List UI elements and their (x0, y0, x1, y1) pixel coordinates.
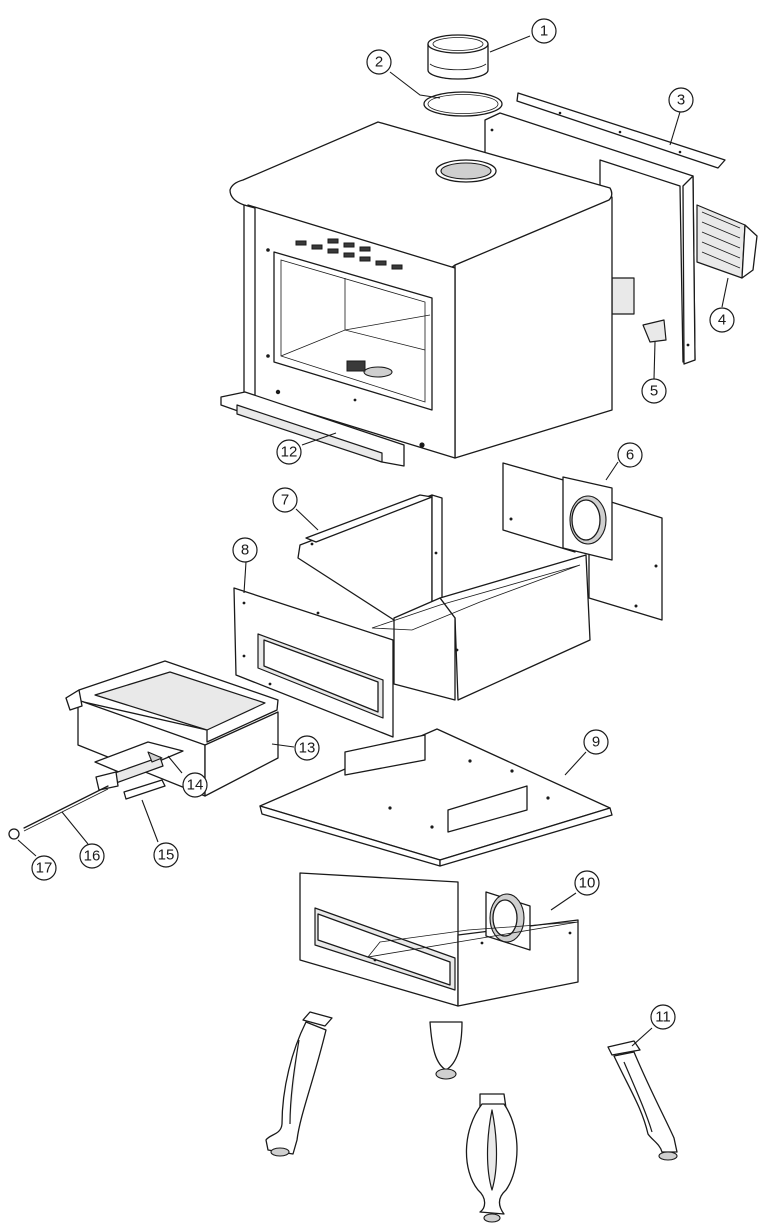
svg-text:17: 17 (36, 860, 53, 877)
svg-text:4: 4 (718, 312, 726, 329)
svg-text:6: 6 (626, 447, 634, 464)
leader-14 (167, 755, 183, 774)
leader-lines (17, 35, 729, 1047)
callout-16: 16 (79, 843, 105, 869)
front-louvers (295, 238, 403, 270)
callout-10: 10 (574, 870, 600, 896)
callout-3: 3 (668, 87, 694, 113)
part-rear-duct-panel (502, 462, 663, 621)
callout-6: 6 (617, 442, 643, 468)
part-plate (259, 728, 613, 867)
part-leg-center-back (429, 1021, 463, 1080)
part-blower (696, 204, 758, 279)
leader-12 (301, 432, 337, 446)
part-ash-drawer (65, 660, 279, 797)
svg-text:9: 9 (592, 734, 600, 751)
svg-text:3: 3 (677, 92, 685, 109)
svg-text:8: 8 (241, 542, 249, 559)
part-top-trim (516, 92, 726, 169)
callout-5: 5 (641, 378, 667, 404)
part-flue-collar (427, 34, 489, 80)
svg-text:13: 13 (299, 740, 316, 757)
callout-17: 17 (31, 855, 57, 881)
leader-11 (631, 1027, 653, 1047)
part-front-surround (233, 587, 394, 738)
callout-13: 13 (294, 735, 320, 761)
svg-text:14: 14 (187, 777, 204, 794)
callout-9: 9 (583, 729, 609, 755)
callout-7: 7 (272, 487, 298, 513)
svg-text:11: 11 (655, 1009, 671, 1026)
callout-1: 1 (531, 18, 557, 44)
svg-text:10: 10 (579, 875, 596, 892)
part-lower-base (299, 872, 579, 1007)
part-leg-right (607, 1040, 678, 1161)
callout-14: 14 (182, 772, 208, 798)
callout-8: 8 (232, 537, 258, 563)
part-front-lip (220, 391, 405, 467)
callout-15: 15 (153, 842, 179, 868)
part-bracket (642, 319, 667, 343)
callout-4: 4 (709, 307, 735, 333)
svg-text:2: 2 (375, 54, 383, 71)
svg-text:1: 1 (540, 23, 548, 40)
part-gasket (423, 91, 503, 117)
callout-11: 11 (650, 1004, 676, 1030)
leader-5 (653, 341, 656, 380)
leader-6 (605, 461, 619, 481)
leader-7 (295, 508, 319, 531)
part-base-frame (297, 494, 591, 701)
leader-15 (141, 799, 159, 843)
callout-2: 2 (366, 49, 392, 75)
leader-16 (61, 811, 89, 845)
leader-1 (489, 35, 531, 53)
callout-12: 12 (276, 439, 302, 465)
part-latch-assembly (8, 741, 184, 840)
leader-17 (17, 839, 37, 857)
leader-10 (550, 892, 577, 911)
part-stove-body (229, 121, 613, 459)
svg-text:15: 15 (158, 847, 175, 864)
callouts: 1 2 3 4 5 6 7 8 9 10 11 12 13 14 15 16 1… (31, 18, 735, 1030)
leader-4 (721, 277, 729, 308)
svg-text:7: 7 (281, 492, 289, 509)
leader-3 (669, 111, 681, 146)
leader-2 (389, 71, 441, 99)
part-leg-center-front (465, 1093, 518, 1223)
svg-text:16: 16 (84, 848, 101, 865)
svg-text:12: 12 (281, 444, 298, 461)
part-leg-left (265, 1011, 333, 1157)
leader-13 (271, 743, 295, 748)
leader-9 (564, 751, 587, 776)
leader-8 (243, 561, 247, 594)
svg-text:5: 5 (650, 383, 658, 400)
